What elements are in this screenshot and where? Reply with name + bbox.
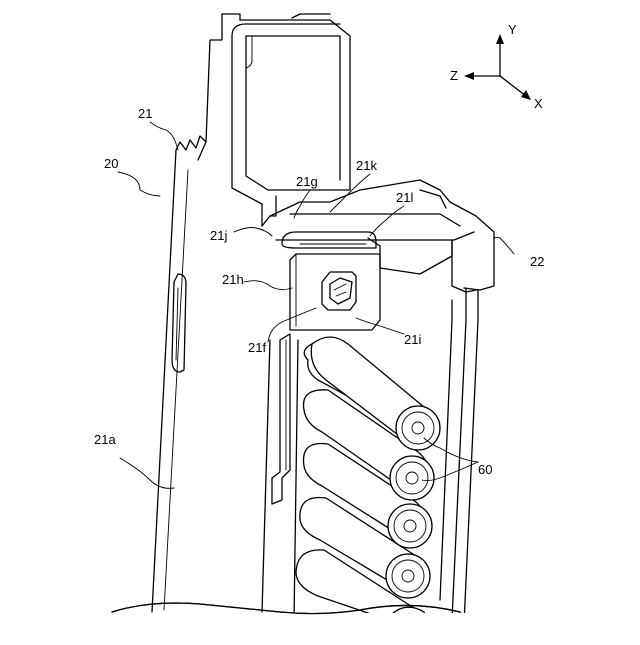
label-21k: 21k (356, 158, 377, 173)
housing-body (152, 14, 270, 612)
below-break-mask (0, 613, 640, 640)
axis-z-label: Z (450, 68, 458, 83)
lever-plate (262, 180, 494, 292)
label-21j: 21j (210, 228, 227, 243)
axis-x-label: X (534, 96, 543, 111)
battery-cap-1 (396, 406, 440, 450)
clip-strip (272, 334, 298, 620)
latch-arm (232, 14, 350, 226)
label-21g: 21g (296, 174, 318, 189)
label-21h: 21h (222, 272, 244, 287)
right-wall (440, 288, 478, 624)
label-21: 21 (138, 106, 152, 121)
battery-cap-2 (390, 456, 434, 500)
latch-block (290, 254, 380, 330)
z-arrow-icon (464, 72, 474, 80)
label-20: 20 (104, 156, 118, 171)
y-arrow-icon (496, 34, 504, 44)
coordinate-axes: Y Z X (450, 22, 543, 111)
x-arrow-icon (521, 90, 531, 100)
battery-cap-3 (388, 504, 432, 548)
label-21a: 21a (94, 432, 116, 447)
battery-cap-4 (386, 554, 430, 598)
label-21l: 21l (396, 190, 413, 205)
label-60: 60 (478, 462, 492, 477)
label-22: 22 (530, 254, 544, 269)
label-21i: 21i (404, 332, 421, 347)
axis-y-label: Y (508, 22, 517, 37)
battery-stack (296, 337, 440, 630)
side-slot (172, 274, 186, 372)
label-21f: 21f (248, 340, 266, 355)
